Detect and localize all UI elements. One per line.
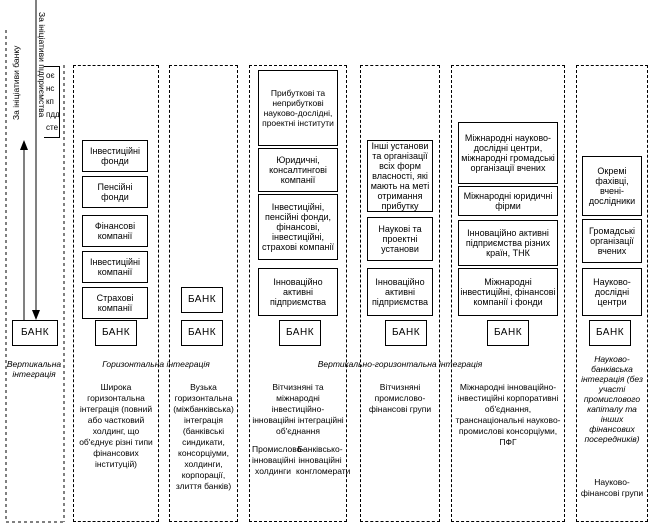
col1-bank-box: БАНК xyxy=(12,320,58,346)
col7-box-2: Громадські організації вчених xyxy=(582,219,642,263)
col4-sub-right: Банківсько-інноваційні конгломерати xyxy=(296,444,351,476)
col4-box-1: Прибуткові та неприбуткові науково-дослі… xyxy=(258,70,338,146)
col6-bank-box: БАНК xyxy=(487,320,529,346)
col6-box-3: Інноваційно активні підприємства різних … xyxy=(458,220,558,266)
col4-box-4: Інноваційно активні підприємства xyxy=(258,268,338,316)
col7-frame xyxy=(576,65,648,522)
col7-box-3: Науково-дослідні центри xyxy=(582,268,642,316)
col7-box-1: Окремі фахівці, вчені-дослідники xyxy=(582,156,642,216)
col1-integration-label: Вертикальна інтеграція xyxy=(6,359,62,379)
col3-bank-box: БАНК xyxy=(181,320,223,346)
col4-box-2: Юридичні, консалтингові компанії xyxy=(258,148,338,192)
col6-description: Міжнародні інноваційно-інвестиційні корп… xyxy=(455,382,561,447)
col2-box-1: Інвестиційні фонди xyxy=(82,140,148,172)
col2-bank-box: БАНК xyxy=(95,320,137,346)
col3-description: Вузька горизонтальна (міжбанківська) інт… xyxy=(173,382,234,491)
col4-frame xyxy=(249,65,347,522)
col7-bank-box: БАНК xyxy=(589,320,631,346)
col3-frame xyxy=(169,65,238,522)
col5-box-3: Інноваційно активні підприємства xyxy=(367,268,433,316)
col7-integration-label: Науково-банківська інтеграція (без участ… xyxy=(581,354,643,444)
col5-frame xyxy=(360,65,440,522)
col2-box-2: Пенсійні фонди xyxy=(82,176,148,208)
col4-box-3: Інвестиційні, пенсійні фонди, фінансові,… xyxy=(258,194,338,260)
hidden-text-box: оє нс кп пдд сте xyxy=(44,66,60,138)
col6-frame xyxy=(451,65,565,522)
col3-bank-top-box: БАНК xyxy=(181,287,223,313)
col5-description: Вітчизняні промислово-фінансові групи xyxy=(368,382,432,414)
col4-sub-left: Промислово-інноваційні холдинги xyxy=(252,444,305,476)
col5-box-2: Наукові та проектні установи xyxy=(367,217,433,261)
col4-description: Вітчизняні та міжнародні інвестиційно-ін… xyxy=(252,382,344,436)
col2-description: Широка горизонтальна інтеграція (повний … xyxy=(79,382,153,469)
vertical-horizontal-integration-label: Вертикально-горизонтальна інтеграція xyxy=(317,359,483,369)
col5-bank-box: БАНК xyxy=(385,320,427,346)
col7-description: Науково-фінансові групи xyxy=(580,477,644,498)
hidden-letter-4: пдд xyxy=(46,110,60,119)
hidden-letter-2: нс xyxy=(46,84,55,93)
bank-initiative-label: За ініціативи банку xyxy=(11,45,21,120)
horizontal-integration-label: Горизонтальна інтеграція xyxy=(102,359,210,369)
col6-box-4: Міжнародні інвестиційні, фінансові компа… xyxy=(458,268,558,316)
col6-box-1: Міжнародні науково-дослідні центри, міжн… xyxy=(458,122,558,184)
col5-box-1: Інші установи та організації всіх форм в… xyxy=(367,140,433,212)
col2-box-5: Страхові компанії xyxy=(82,287,148,319)
col2-box-4: Інвестиційні компанії xyxy=(82,251,148,283)
col2-box-3: Фінансові компанії xyxy=(82,215,148,247)
hidden-letter-1: оє xyxy=(46,71,55,80)
col4-bank-box: БАНК xyxy=(279,320,321,346)
col2-frame xyxy=(73,65,159,522)
hidden-letter-5: сте xyxy=(46,123,59,132)
hidden-letter-3: кп xyxy=(46,97,54,106)
col6-box-2: Міжнародні юридичні фірми xyxy=(458,186,558,216)
